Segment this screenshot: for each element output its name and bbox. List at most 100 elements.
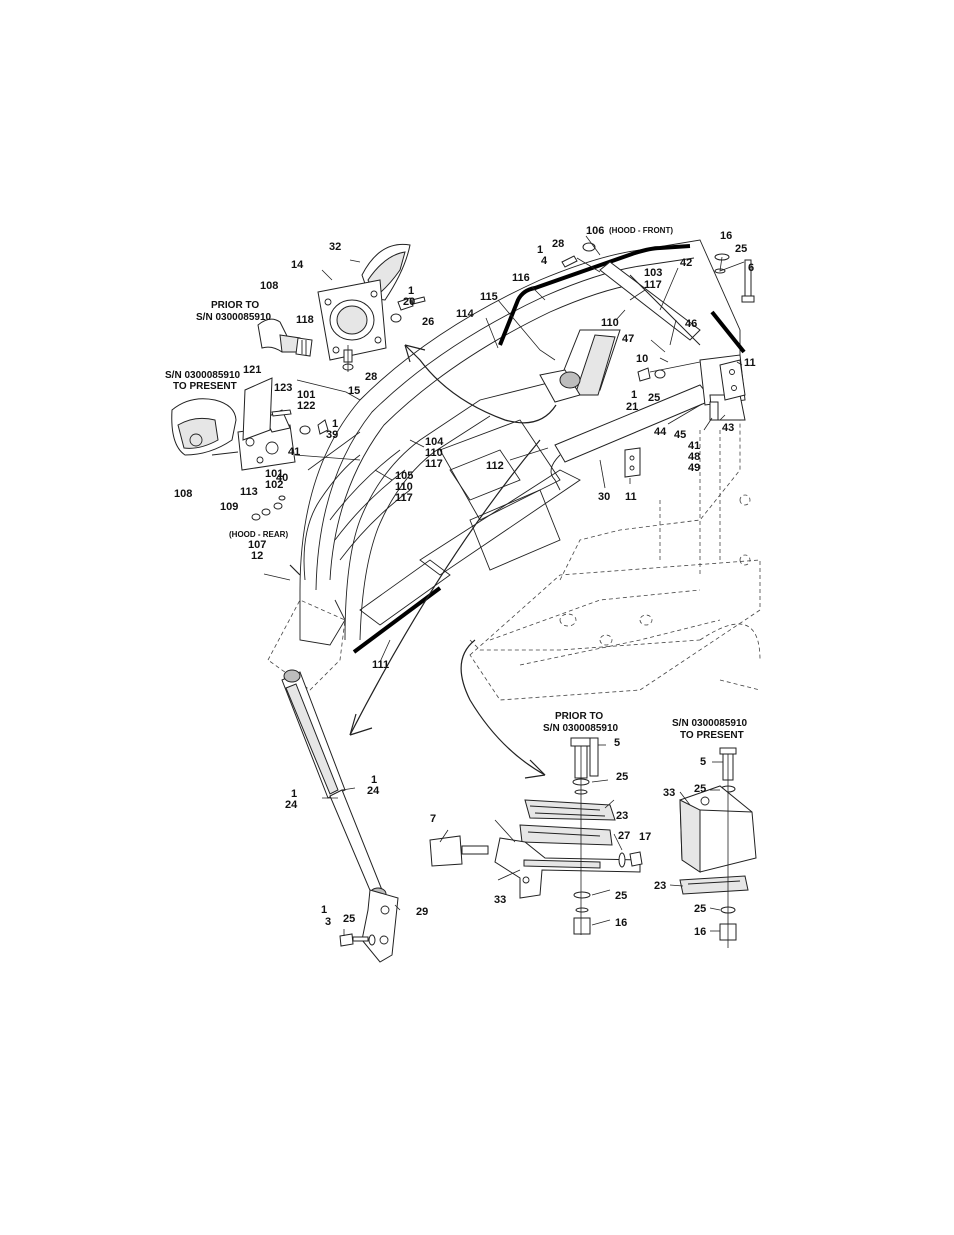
callout-20: 20 [403, 296, 415, 308]
callout-47: 47 [622, 333, 634, 345]
callout-48: 48 [688, 451, 700, 463]
callout-1-top: 1 [537, 244, 543, 256]
caption-sn-present-mount: S/N 0300085910 [672, 718, 748, 729]
latch-plate-14 [317, 279, 387, 361]
screw-20 [390, 296, 426, 323]
callout-110-top: 110 [601, 317, 619, 329]
callout-16-top: 16 [720, 230, 732, 242]
callout-17: 17 [639, 831, 651, 843]
latch-hardware-109-113 [251, 495, 286, 521]
callout-123: 123 [274, 382, 292, 394]
callout-27: 27 [618, 830, 630, 842]
callout-109: 109 [220, 501, 238, 513]
callout-25-present-top: 25 [694, 783, 706, 795]
callout-106: 106 [586, 225, 604, 237]
callout-25-prior-low: 25 [615, 890, 627, 902]
nut-15-28 [342, 345, 354, 372]
callout-15: 15 [348, 385, 360, 397]
callout-21: 21 [626, 401, 638, 413]
callout-10: 10 [636, 353, 648, 365]
callout-11-top: 11 [744, 357, 756, 369]
callout-6: 6 [748, 262, 754, 274]
callout-113: 113 [240, 486, 258, 498]
callout-116: 116 [512, 272, 530, 284]
callout-108-lower: 108 [174, 488, 192, 500]
callout-25-present-low: 25 [694, 903, 706, 915]
latch-hardware-101-122 [271, 409, 329, 435]
mount-prior [429, 737, 643, 935]
callout-1-spring-left: 1 [291, 788, 297, 800]
latch-handle-108-upper [257, 318, 313, 357]
callout-4: 4 [541, 255, 548, 267]
callout-3: 3 [325, 916, 331, 928]
callout-117-low: 117 [395, 492, 413, 504]
callout-12: 12 [251, 550, 263, 562]
callout-1-bottom: 1 [321, 904, 327, 916]
callout-105: 105 [395, 470, 413, 482]
callout-45: 45 [674, 429, 686, 441]
callout-39: 39 [326, 429, 338, 441]
callout-118: 118 [296, 314, 314, 326]
chassis-frame [469, 380, 761, 701]
bolt-4-stack [561, 242, 601, 273]
callout-5-prior: 5 [614, 737, 620, 749]
callout-40: 40 [276, 472, 288, 484]
callout-25-spring: 25 [343, 913, 355, 925]
callout-24-right: 24 [367, 785, 380, 797]
callout-1-spring-right: 1 [371, 774, 377, 786]
callout-107: 107 [248, 539, 266, 551]
callout-114: 114 [456, 308, 475, 320]
callout-leaders [263, 235, 743, 932]
callout-115: 115 [480, 291, 498, 303]
latch-leaders [294, 259, 361, 471]
latch-plate-121 [242, 377, 273, 441]
callout-1-latch2: 1 [332, 418, 338, 430]
caption-hood-front: (HOOD - FRONT) [609, 226, 673, 235]
callout-labels: 106 (HOOD - FRONT) 16 25 6 28 1 4 103 11… [165, 225, 756, 938]
callout-28-top: 28 [552, 238, 564, 250]
callout-102: 102 [265, 479, 283, 491]
latch-handle-108-lower [171, 398, 237, 456]
pointer-arrows [289, 344, 557, 779]
callout-25-mid: 25 [648, 392, 660, 404]
callout-101-upper: 101 [297, 389, 315, 401]
callout-1-latch: 1 [408, 285, 414, 297]
caption-prior-to-mount: PRIOR TO [555, 711, 603, 722]
callout-111: 111 [372, 659, 389, 671]
callout-5-present: 5 [700, 756, 706, 768]
callout-1-mid: 1 [631, 389, 637, 401]
callout-16-present: 16 [694, 926, 706, 938]
callout-23-prior: 23 [616, 810, 628, 822]
callout-49: 49 [688, 462, 700, 474]
callout-33-prior: 33 [494, 894, 506, 906]
callout-30: 30 [598, 491, 610, 503]
callout-112: 112 [486, 460, 504, 472]
caption-sn-latch: S/N 0300085910 [196, 312, 272, 323]
gas-spring-24 [281, 669, 387, 901]
caption-hood-rear: (HOOD - REAR) [229, 530, 288, 539]
callout-24-left: 24 [285, 799, 298, 811]
bolt-3-25 [339, 929, 376, 947]
callout-32: 32 [329, 241, 341, 253]
caption-to-present-latch: TO PRESENT [173, 381, 237, 392]
callout-43: 43 [722, 422, 734, 434]
callout-14: 14 [291, 259, 304, 271]
callout-44: 44 [654, 426, 667, 438]
hood-front-seals [352, 244, 746, 654]
callout-117-mid: 117 [425, 458, 443, 470]
caption-prior-to-latch: PRIOR TO [211, 300, 259, 311]
hinge-bracket [709, 359, 746, 421]
bolt-21-stack [637, 361, 701, 382]
callout-121: 121 [243, 364, 261, 376]
callout-29: 29 [416, 906, 428, 918]
bracket-29 [361, 889, 399, 963]
callout-104: 104 [425, 436, 444, 448]
caption-to-present-mount: TO PRESENT [680, 730, 744, 741]
callout-46: 46 [685, 318, 697, 330]
callout-25-top: 25 [735, 243, 747, 255]
callout-26: 26 [422, 316, 434, 328]
caption-sn-mount: S/N 0300085910 [543, 723, 619, 734]
callout-11-mid: 11 [625, 491, 637, 503]
caption-sn-present-latch: S/N 0300085910 [165, 370, 241, 381]
